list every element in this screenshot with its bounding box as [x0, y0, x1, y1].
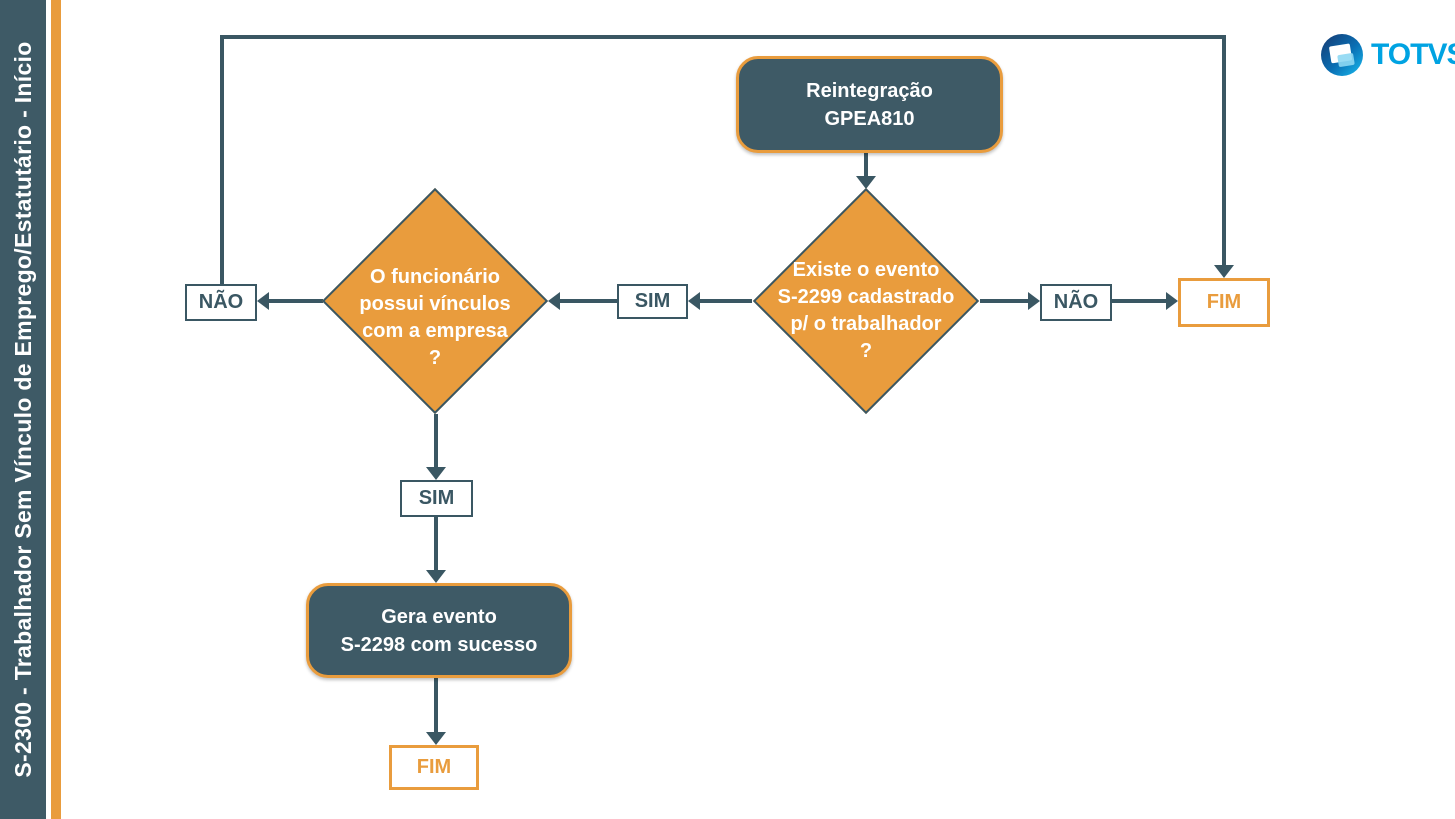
arrowhead-into-sim-bottom	[426, 467, 446, 480]
arrowhead-into-decision-vinculos	[548, 292, 560, 310]
totvs-logo-icon	[1321, 34, 1363, 76]
sidebar-orange-stripe	[51, 0, 61, 819]
start-node-line1: Reintegração	[806, 79, 933, 102]
arrowhead-into-decision-s2299	[856, 176, 876, 189]
end-node-fim-bottom: FIM	[389, 745, 479, 790]
slide-title-vertical: S-2300 - Trabalhador Sem Vínculo de Empr…	[10, 41, 36, 778]
start-node-line2: GPEA810	[824, 107, 915, 130]
decision-s2299-line1: Existe o evento	[792, 259, 940, 281]
end-node-fim-right: FIM	[1178, 278, 1270, 327]
connector-nao-left-up	[220, 35, 224, 284]
process-gera-line1: Gera evento	[381, 605, 497, 628]
decision-vinculos-line1: O funcionário	[370, 266, 500, 288]
arrowhead-into-fim-bottom	[426, 732, 446, 745]
sidebar-dark-bar: S-2300 - Trabalhador Sem Vínculo de Empr…	[0, 0, 46, 819]
connector-rail-to-fim-right	[1222, 35, 1226, 265]
decision-vinculos-line3: com a empresa	[362, 320, 508, 342]
arrowhead-into-sim-middle	[688, 292, 700, 310]
decision-s2299-line3: p/ o trabalhador	[790, 313, 942, 335]
label-sim-bottom: SIM	[400, 480, 473, 517]
connector-decision-to-nao-left	[269, 299, 323, 303]
totvs-logo: TOTVS	[1320, 31, 1455, 79]
connector-top-rail	[220, 35, 1226, 39]
decision-s2299-line4: ?	[859, 340, 873, 362]
connector-start-to-decision	[864, 153, 868, 176]
connector-decision-to-sim	[700, 299, 752, 303]
totvs-logo-text: TOTVS	[1371, 38, 1455, 71]
label-sim-middle: SIM	[617, 284, 688, 319]
process-gera-line2: S-2298 com sucesso	[340, 633, 538, 656]
decision-s2299-line2: S-2299 cadastrado	[777, 286, 955, 308]
start-node-reintegracao: Reintegração GPEA810	[736, 56, 1003, 153]
decision-vinculos-line2: possui vínculos	[359, 293, 511, 315]
decision-s2299-text: Existe o evento S-2299 cadastrado p/ o t…	[756, 257, 976, 365]
arrowhead-into-fim-right-top	[1214, 265, 1234, 278]
connector-decision-to-nao-right	[980, 299, 1028, 303]
arrowhead-into-fim-right	[1166, 292, 1178, 310]
connector-decision-to-sim-bottom	[434, 414, 438, 467]
connector-gera-to-fim-bottom	[434, 678, 438, 732]
connector-nao-right-to-fim	[1112, 299, 1166, 303]
connector-sim-bottom-to-gera	[434, 517, 438, 570]
arrowhead-into-nao-right	[1028, 292, 1040, 310]
label-nao-right: NÃO	[1040, 284, 1112, 321]
decision-vinculos-line4: ?	[428, 347, 442, 369]
arrowhead-into-gera	[426, 570, 446, 583]
process-gera-evento: Gera evento S-2298 com sucesso	[306, 583, 572, 678]
label-nao-left: NÃO	[185, 284, 257, 321]
arrowhead-into-nao-left	[257, 292, 269, 310]
connector-sim-to-decision-left	[560, 299, 617, 303]
decision-vinculos-text: O funcionário possui vínculos com a empr…	[330, 264, 540, 372]
